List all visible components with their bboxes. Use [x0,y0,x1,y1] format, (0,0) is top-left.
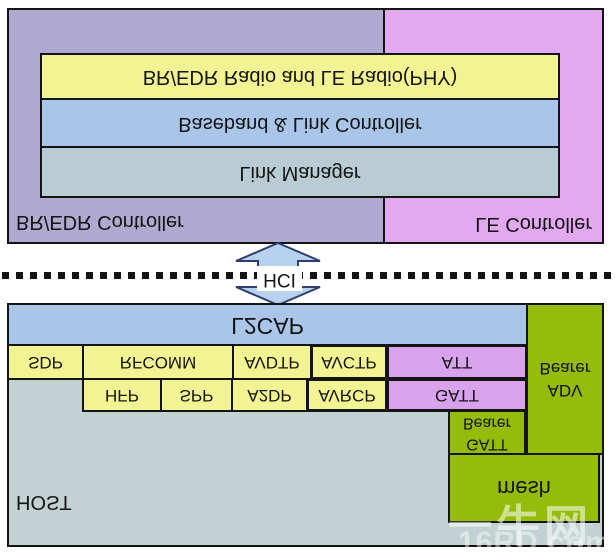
radio-phy-label: BR/EDR Radio and LE Radio(PHY) [142,66,458,88]
hci-dotted-line [2,272,613,279]
link-manager-layer: Link Manager [40,146,560,198]
watermark-site-name: 一牛网 [448,502,592,551]
profile-cell-avrcp: AVRCP [306,378,388,412]
hci-label-box: HCI [257,266,302,291]
profile-cell-spp: SPP [160,378,233,412]
profile-cell-a2dp: A2DP [231,378,308,412]
protocol-cell-avdtp: AVDTP [232,344,312,380]
profile-cell-gatt: GATT [386,378,528,412]
adv-bearer-block: ADV Bearer [526,303,604,455]
radio-phy-layer: BR/EDR Radio and LE Radio(PHY) [40,53,560,100]
l2cap-block: L2CAP [7,303,528,348]
link-manager-label: Link Manager [239,161,361,184]
protocol-cell-att: ATT [386,344,528,380]
gatt-bearer-block: GATT Bearer [448,410,526,455]
baseband-label: Baseband & Link Controller [178,112,422,135]
le-controller-label: LE Controller [475,213,592,235]
mesh-block: mesh [448,453,600,523]
hci-label: HCI [263,268,296,290]
watermark-site-url: 16RD.com [458,526,613,558]
host-label: HOST [16,491,72,513]
br-edr-controller-label: BR/EDR Controller [16,211,184,233]
protocol-cell-avctp: AVCTP [310,344,388,380]
profile-cell-hfp: HFP [82,378,162,412]
baseband-link-controller-layer: Baseband & Link Controller [40,98,560,148]
protocol-cell-rfcomm: RFCOMM [82,344,234,380]
protocol-cell-sdp: SDP [7,344,84,380]
